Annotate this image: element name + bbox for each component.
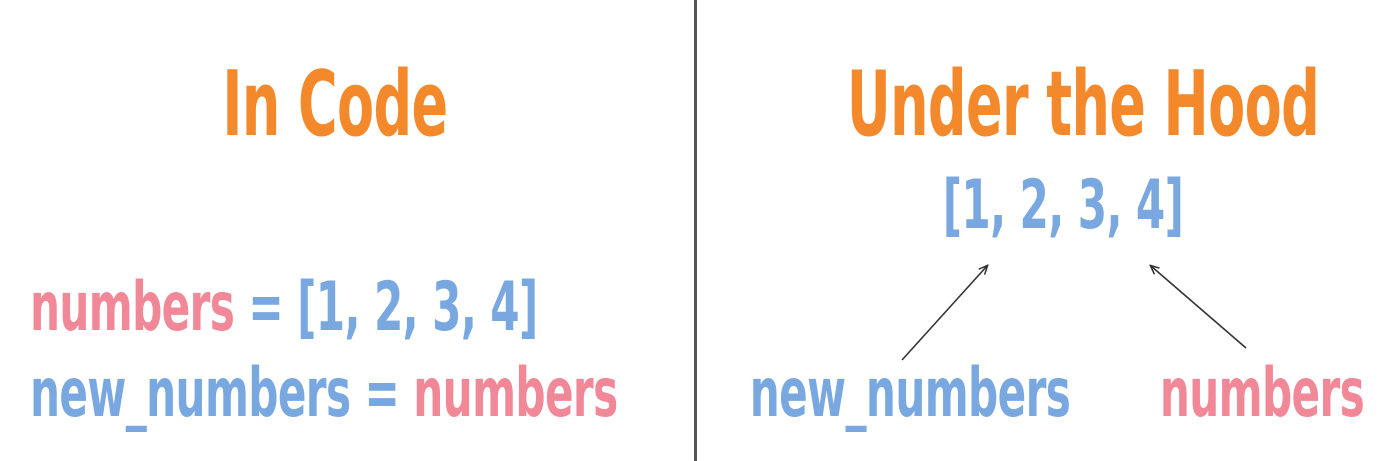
right-panel-title: Under the Hood <box>846 52 1320 157</box>
line2-variable: new_numbers <box>30 354 351 433</box>
reference-numbers: numbers <box>1159 354 1365 433</box>
memory-list-object: [1, 2, 3, 4] <box>942 166 1184 245</box>
left-panel-title: In Code <box>222 52 448 157</box>
arrow-numbers-to-list <box>1151 266 1247 349</box>
line1-operator: = <box>248 268 284 347</box>
arrow-new-numbers-to-list <box>901 266 987 361</box>
panel-divider <box>694 0 697 461</box>
line2-operator: = <box>364 354 400 433</box>
line2-value: numbers <box>413 354 618 433</box>
reference-new-numbers: new_numbers <box>749 354 1071 433</box>
code-line-1: numbers = [1, 2, 3, 4] <box>30 274 538 342</box>
line1-value: [1, 2, 3, 4] <box>297 268 538 347</box>
code-line-2: new_numbers = numbers <box>30 360 618 428</box>
line1-variable: numbers <box>30 268 235 347</box>
